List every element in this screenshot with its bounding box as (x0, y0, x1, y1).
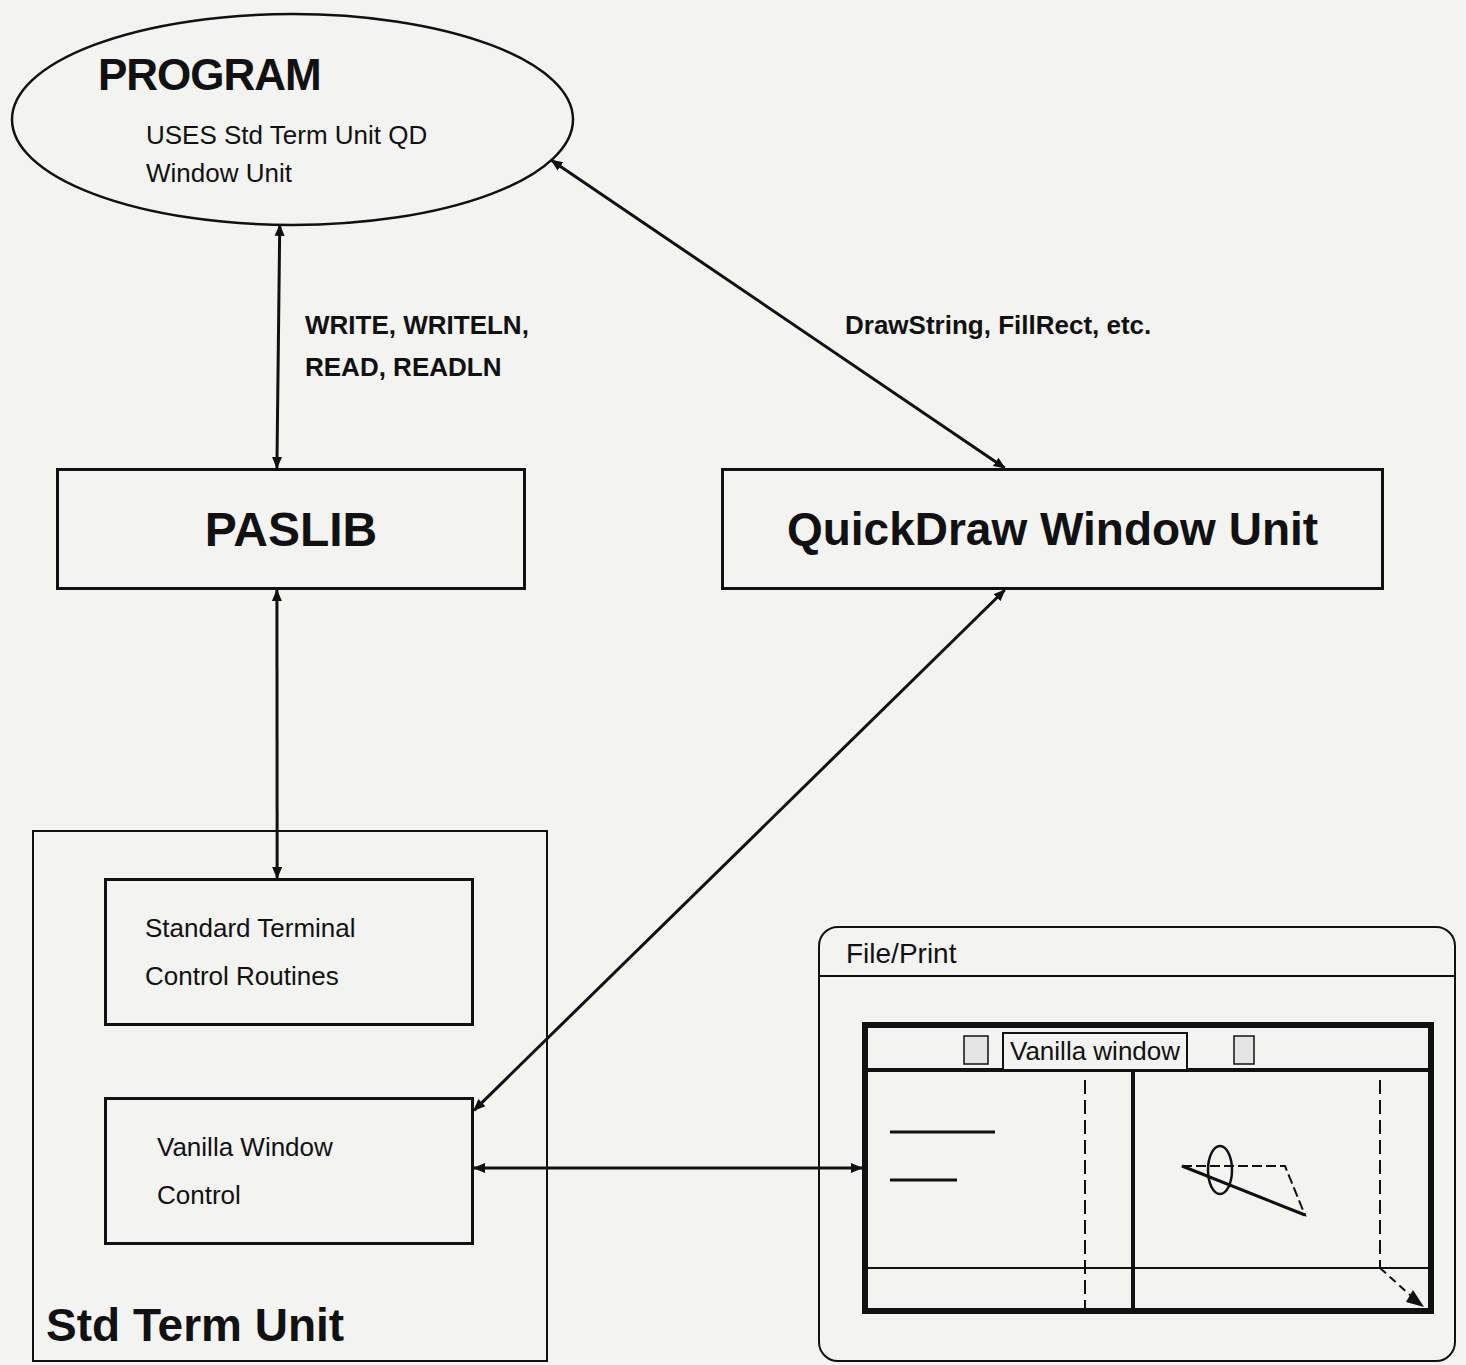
unit-box: Std Term Unit Standard Terminal Control R… (32, 830, 548, 1362)
node-text: Vanilla Window Control (157, 1123, 367, 1219)
window-detail (868, 1267, 1428, 1269)
node-text: Standard Terminal Control Routines (145, 904, 425, 1000)
unit-box: QuickDraw Window Unit (721, 468, 1384, 590)
window-detail (890, 1131, 995, 1134)
window-detail (1182, 1166, 1305, 1215)
window-detail (1379, 1080, 1381, 1268)
window-detail (1406, 1290, 1424, 1307)
window-detail (1234, 1036, 1254, 1064)
edge-label: WRITE, WRITELN, READ, READLN (302, 305, 598, 388)
unit-box: Standard Terminal Control Routines (104, 878, 474, 1026)
window-detail (1182, 1166, 1305, 1215)
menu-rule (820, 975, 1454, 977)
window-detail (1208, 1146, 1232, 1194)
node-text: PASLIB (205, 502, 377, 557)
window-detail (1084, 1080, 1086, 1308)
unit-box: PASLIB (56, 468, 526, 590)
node-text: Vanilla window (1002, 1032, 1188, 1071)
node-text: PROGRAM (98, 50, 321, 100)
node-text: USES Std Term Unit QD Window Unit (146, 116, 476, 192)
ellipse-outline (10, 12, 575, 227)
window-detail (890, 1179, 957, 1182)
window-detail (964, 1036, 988, 1064)
connector-arrow (275, 590, 278, 878)
connector-arrow (277, 225, 280, 468)
unit-box: File/PrintVanilla window (818, 926, 1456, 1362)
connector-arrow (474, 590, 1005, 1110)
node-text: File/Print (846, 938, 956, 970)
node-text: Std Term Unit (46, 1298, 344, 1352)
ellipse-shape (12, 14, 573, 225)
unit-box: Vanilla window (862, 1022, 1434, 1314)
edge-label: DrawString, FillRect, etc. (842, 305, 1154, 347)
window-detail (1131, 1070, 1135, 1308)
node-text: QuickDraw Window Unit (787, 502, 1318, 556)
program-ellipse: PROGRAM USES Std Term Unit QD Window Unit (10, 12, 575, 227)
connector-arrow (474, 1167, 862, 1170)
unit-box: Vanilla Window Control (104, 1097, 474, 1245)
